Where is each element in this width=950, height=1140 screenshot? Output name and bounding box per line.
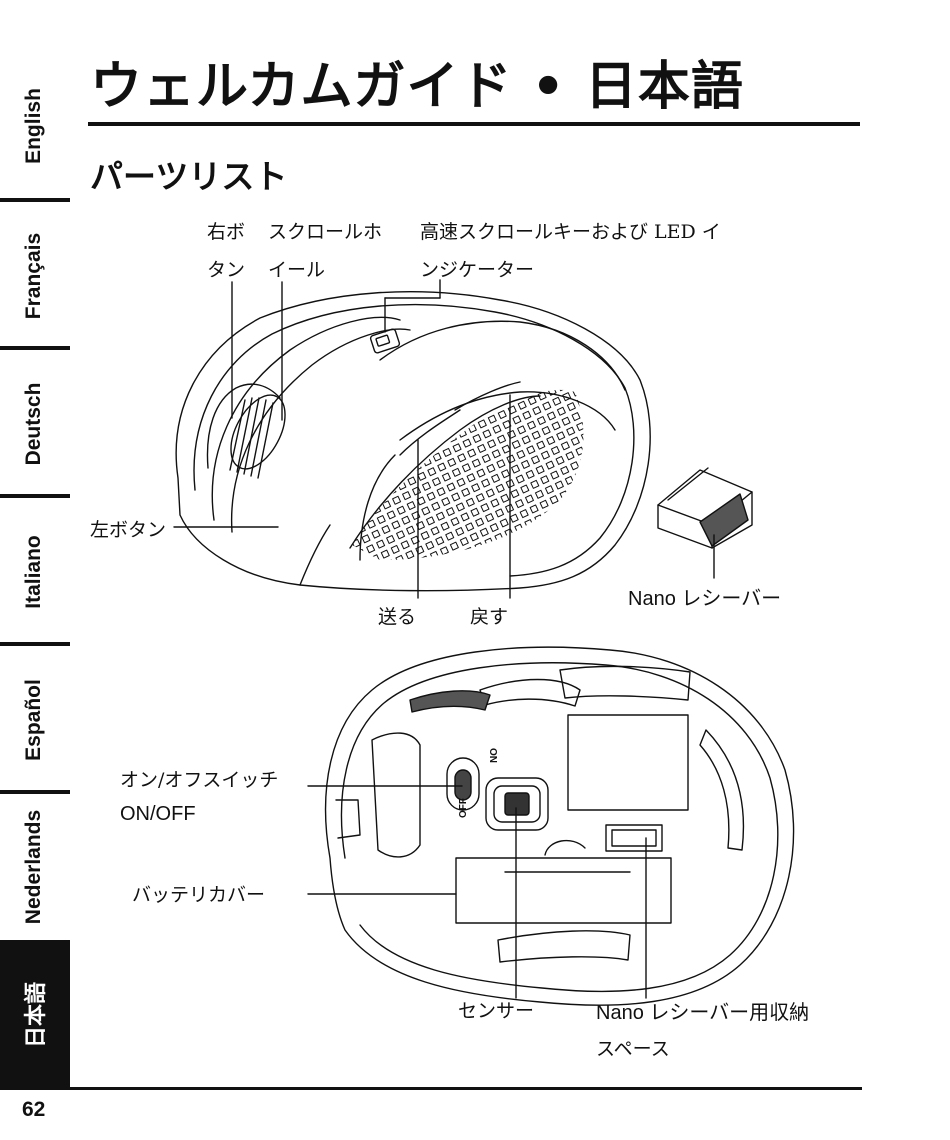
label-back: 戻す [470, 602, 508, 629]
label-onoff-1: オン/オフスイッチ [120, 765, 278, 792]
label-hyper-scroll-1: 高速スクロールキーおよび LED イ [420, 217, 721, 244]
nano-receiver [658, 468, 752, 578]
label-battery-cover: バッテリカバー [132, 880, 265, 907]
label-right-button-1: 右ボ [207, 217, 245, 244]
footer-rule [70, 1087, 862, 1090]
label-hyper-scroll-2: ンジケーター [420, 255, 534, 282]
label-sensor: センサー [458, 996, 534, 1023]
label-nano-storage-1: Nano レシーバー用収納 [596, 996, 809, 1025]
label-forward: 送る [378, 602, 416, 629]
label-nano-receiver: Nano レシーバー [628, 582, 781, 611]
label-onoff-2: ON/OFF [120, 803, 196, 826]
label-left-button: 左ボタン [90, 515, 166, 542]
mouse-bottom-view [326, 647, 794, 1005]
switch-on-text: ON [487, 748, 498, 763]
label-right-button-2: タン [207, 255, 245, 282]
switch-off-text: OFF [458, 798, 469, 818]
label-nano-storage-2: スペース [596, 1034, 670, 1061]
label-scroll-wheel-1: スクロールホ [268, 217, 382, 244]
mouse-top-view [176, 292, 650, 591]
label-scroll-wheel-2: イール [268, 255, 325, 282]
